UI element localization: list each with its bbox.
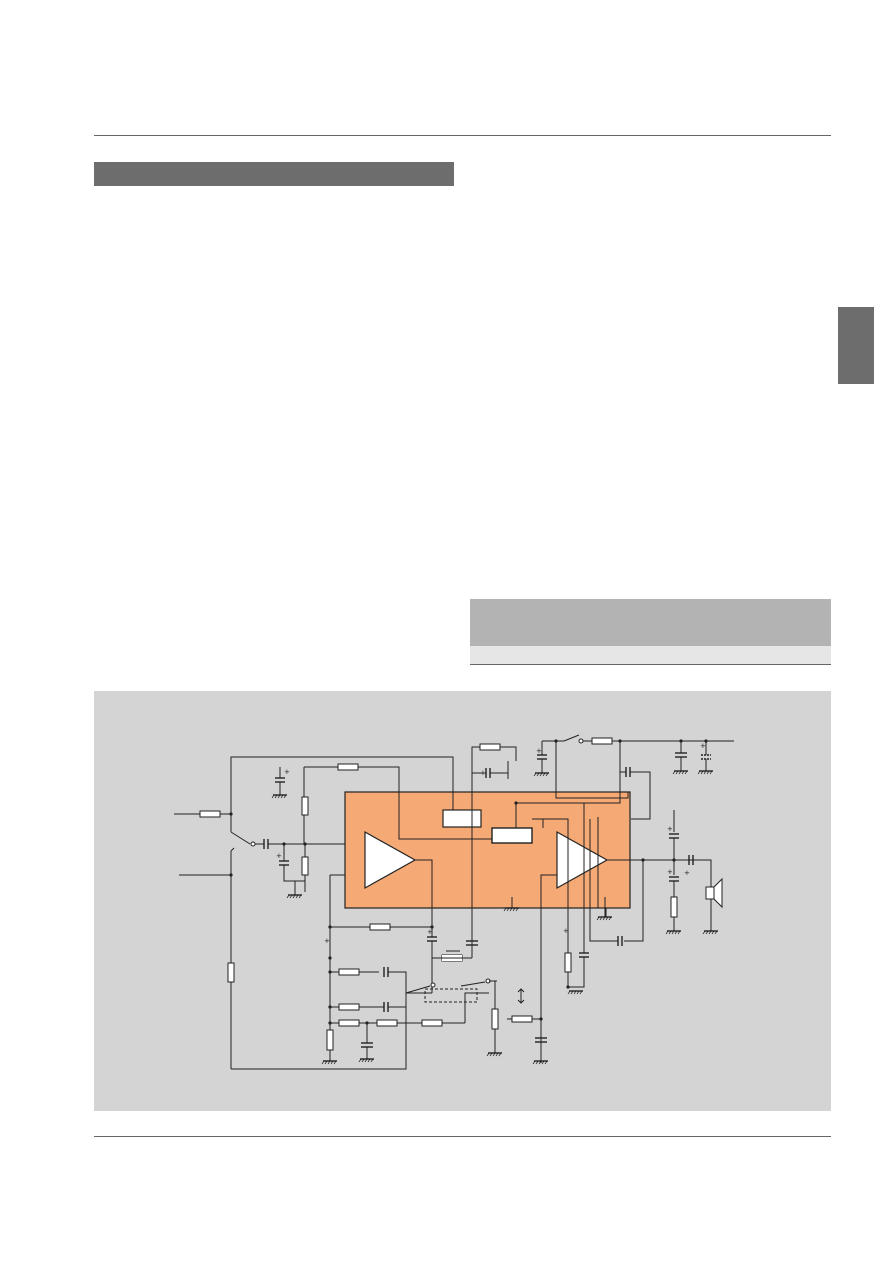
bottom-rule [94,1136,831,1137]
svg-text:+: + [563,927,569,935]
resistor-lower-3 [338,968,360,976]
svg-text:+: + [700,742,706,750]
switch-contact [250,841,256,847]
resistor-top-feedback [337,763,359,771]
gang-switch-left [430,982,436,988]
resistor-top-supply [479,743,501,751]
resistor-feedback-vertical [227,962,235,983]
junction-dots [229,739,708,1025]
svg-text:+: + [667,868,673,876]
amplifier-right-icon [556,830,609,890]
table-header [470,599,831,646]
svg-text:+: + [284,768,290,776]
resistor-bias-lower [301,856,309,876]
resistor-lower-5 [338,1019,360,1027]
resistor-output-bypass [670,896,678,918]
svg-text:+: + [276,852,282,860]
ic-block-lower [491,827,533,844]
svg-text:+: + [427,928,433,936]
resistor-pot-series [511,1015,533,1023]
resistor-bias-upper [301,796,309,816]
amplifier-left-icon [364,830,417,890]
speaker-icon [705,886,715,900]
resistor-lower-1 [369,923,391,931]
chapter-side-tab [838,307,874,384]
svg-text:+: + [480,769,486,777]
section-heading-bar [94,162,454,186]
svg-text:+: + [324,937,330,945]
svg-text:+: + [667,825,673,833]
potentiometer-icon [491,1008,499,1030]
resistor-supply [591,737,613,745]
top-rule [94,135,831,136]
power-switch [578,738,584,744]
table-row [470,646,831,664]
resistor-input [199,810,221,818]
ic-block-upper [442,809,482,828]
svg-text:+: + [536,747,542,755]
resistor-to-ground [326,1029,334,1051]
resistor-lower-4 [338,1003,360,1011]
table-rule [470,664,831,665]
polarity-marks: + + + + + + + + + + + [276,742,706,945]
svg-text:+: + [684,869,690,877]
resistor-lower-7 [421,1019,443,1027]
resistor-output-lower [564,952,572,973]
circuit-figure: + + + + + + + + + + + [94,691,831,1111]
resistor-lower-6 [376,1019,398,1027]
circuit-diagram: + + + + + + + + + + + [174,734,734,1070]
